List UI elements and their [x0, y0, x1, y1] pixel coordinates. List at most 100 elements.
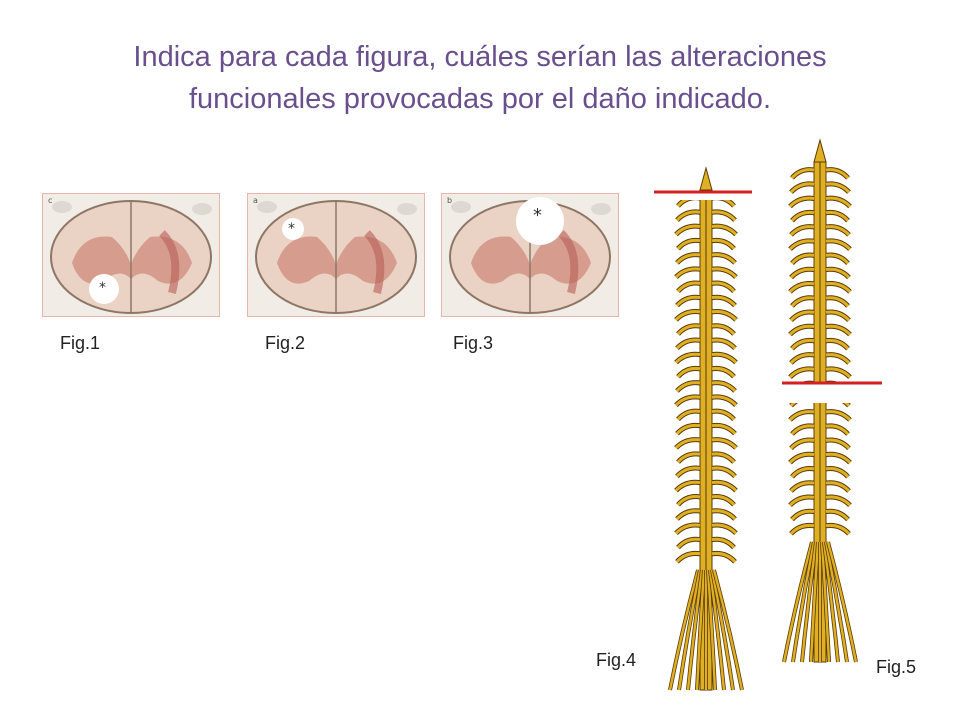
nerve-root-right-fill — [825, 282, 852, 293]
nerve-root-right-fill — [825, 324, 852, 336]
nerve-root-right-fill — [711, 253, 737, 264]
nerve-root-right-fill — [711, 295, 737, 307]
cauda-strand-fill — [826, 541, 858, 663]
fig1-lesion-mark: * — [99, 280, 106, 296]
cauda-strand-fill — [800, 541, 818, 663]
nerve-root-left-fill — [674, 267, 701, 279]
title-line-1: Indica para cada figura, cuáles serían l… — [133, 41, 827, 73]
nerve-root-right-fill — [711, 480, 738, 492]
nerve-root-left-fill — [788, 239, 815, 251]
nerve-root-right-fill — [711, 310, 738, 321]
nerve-root-right-fill — [711, 495, 736, 506]
fig2-caption: Fig.2 — [265, 333, 306, 353]
fig5-caption: Fig.5 — [876, 657, 917, 677]
nerve-root-right-fill — [825, 495, 852, 507]
nerve-root-right-fill — [825, 239, 852, 251]
fig3-lesion-mark: * — [533, 205, 542, 226]
fig1-caption: Fig.1 — [60, 333, 101, 353]
nerve-root-left-fill — [788, 196, 815, 208]
cauda-strand-fill — [668, 569, 700, 691]
fig2-cord-section: * a — [247, 193, 425, 317]
nerve-root-left-fill — [789, 481, 815, 493]
cauda-strand-fill — [820, 541, 831, 663]
nerve-root-right-fill — [711, 210, 737, 222]
fig1-panel-letter: c — [48, 196, 52, 205]
nerve-root-right-fill — [711, 423, 737, 435]
nerve-root-right-fill — [711, 466, 737, 478]
nerve-root-right-fill — [711, 509, 737, 521]
nerve-root-left-fill — [676, 409, 701, 421]
nerve-root-right-fill — [825, 438, 851, 450]
nerve-root-left-fill — [676, 537, 701, 549]
fig4-spinal-cord — [640, 160, 770, 695]
nerve-root-right-fill — [825, 523, 851, 535]
nerve-root-right-fill — [711, 324, 736, 336]
nerve-root-left-fill — [676, 366, 701, 378]
nerve-root-right-fill — [825, 338, 850, 350]
cauda-strand-fill — [809, 541, 820, 663]
nerve-root-left-fill — [675, 423, 701, 435]
cauda-strand-fill — [822, 541, 840, 663]
cauda-strand-fill — [695, 569, 706, 691]
slide-title: Indica para cada figura, cuáles serían l… — [60, 36, 900, 120]
nerve-root-right-fill — [825, 310, 851, 322]
fig2-panel-letter: a — [253, 196, 258, 205]
fig3-caption: Fig.3 — [453, 333, 494, 353]
nerve-root-right-fill — [825, 296, 850, 308]
fig3-cord-section: * b — [441, 193, 619, 317]
nerve-root-right-fill — [825, 452, 852, 464]
nerve-root-right-fill — [825, 196, 852, 208]
nerve-root-right-fill — [711, 281, 736, 293]
nerve-root-left-fill — [789, 225, 815, 236]
nerve-root-right-fill — [711, 381, 737, 393]
nerve-root-right-fill — [711, 224, 738, 236]
nerve-root-left-fill — [790, 168, 815, 180]
fig4-caption: Fig.4 — [596, 650, 637, 670]
nerve-root-left-fill — [788, 495, 815, 507]
cauda-strand-fill — [708, 569, 726, 691]
nerve-root-left-fill — [676, 238, 701, 250]
nerve-root-left-fill — [789, 267, 815, 279]
fig5-spinal-cord — [770, 132, 890, 672]
nerve-root-left-fill — [788, 282, 815, 293]
nerve-root-right-fill — [711, 452, 736, 464]
nerve-root-left-fill — [790, 296, 815, 308]
nerve-root-left-fill — [789, 353, 815, 365]
nerve-root-right-fill — [825, 225, 851, 236]
nerve-root-right-fill — [825, 210, 850, 222]
nerve-root-left-fill — [675, 509, 701, 521]
nerve-root-right-fill — [825, 410, 852, 421]
cauda-strand-fill — [791, 541, 816, 663]
nerve-root-left-fill — [675, 338, 701, 350]
nerve-root-left-fill — [676, 324, 701, 336]
cord-tip — [813, 138, 827, 163]
cauda-strand-fill — [710, 569, 735, 691]
nerve-root-right-fill — [711, 395, 738, 407]
nerve-root-left-fill — [675, 253, 701, 264]
nerve-root-left-fill — [675, 466, 701, 478]
nerve-root-left-fill — [789, 438, 815, 450]
nerve-root-right-fill — [825, 182, 851, 194]
nerve-root-left-fill — [676, 495, 701, 506]
nerve-root-right-fill — [825, 509, 850, 521]
lesion-gap — [640, 192, 770, 200]
nerve-root-left-fill — [676, 452, 701, 464]
nerve-root-right-fill — [711, 338, 737, 350]
cauda-strand-fill — [677, 569, 702, 691]
nerve-root-right-fill — [711, 537, 736, 549]
nerve-root-right-fill — [711, 352, 738, 364]
nerve-root-left-fill — [788, 324, 815, 336]
nerve-root-right-fill — [711, 551, 737, 563]
cauda-strand-fill — [824, 541, 849, 663]
nerve-root-left-fill — [789, 310, 815, 322]
nerve-root-left-fill — [676, 281, 701, 293]
nerve-root-left-fill — [674, 395, 701, 407]
nerve-root-right-fill — [825, 467, 850, 478]
nerve-root-left-fill — [788, 410, 815, 421]
nerve-root-left-fill — [675, 381, 701, 393]
fig2-lesion-mark: * — [288, 221, 295, 237]
nerve-root-left-fill — [674, 480, 701, 492]
nerve-root-left-fill — [789, 523, 815, 535]
cord-tip — [699, 166, 713, 191]
nerve-root-left-fill — [674, 310, 701, 321]
